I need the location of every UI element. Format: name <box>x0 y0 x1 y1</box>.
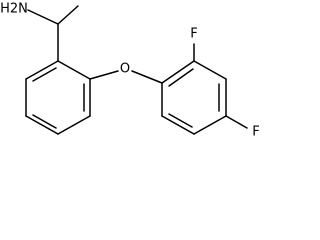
ring1-inner-double-3 <box>32 67 57 82</box>
ring2-bond-1 <box>161 60 195 84</box>
difluorophenyl-ring <box>161 60 227 135</box>
bond-n-ca <box>27 9 59 25</box>
ring1-bond-6 <box>25 60 59 80</box>
ring2-bond-2 <box>193 60 227 80</box>
ring2-bond-5 <box>161 115 195 135</box>
ring2-inner-double-3 <box>168 113 193 128</box>
fluorine-para-label: F <box>252 125 259 140</box>
fluorine-ortho-label: F <box>190 27 197 42</box>
ether-oxygen-label: O <box>120 62 130 77</box>
ring1-inner-double-2 <box>32 114 57 129</box>
bond-ca-methyl <box>57 5 79 25</box>
bond-c-f-para <box>225 115 248 129</box>
ring2-bond-4 <box>193 115 227 135</box>
ring1-bond-1 <box>57 60 91 80</box>
chemical-structure: O F F H2N <box>0 2 260 140</box>
ether-linkage: O <box>89 62 163 84</box>
ring1-bond-3 <box>57 115 91 135</box>
ethylamine-side-chain <box>27 5 79 62</box>
ring2-inner-double-1 <box>168 68 194 87</box>
phenyl-ring-left <box>25 60 91 135</box>
amine-group-label: H2N <box>0 2 28 17</box>
fluorine-substituents: F F <box>190 27 259 140</box>
bond-o-ring2 <box>131 70 163 84</box>
ring1-bond-4 <box>25 115 59 135</box>
bond-ring1-o <box>89 70 119 80</box>
